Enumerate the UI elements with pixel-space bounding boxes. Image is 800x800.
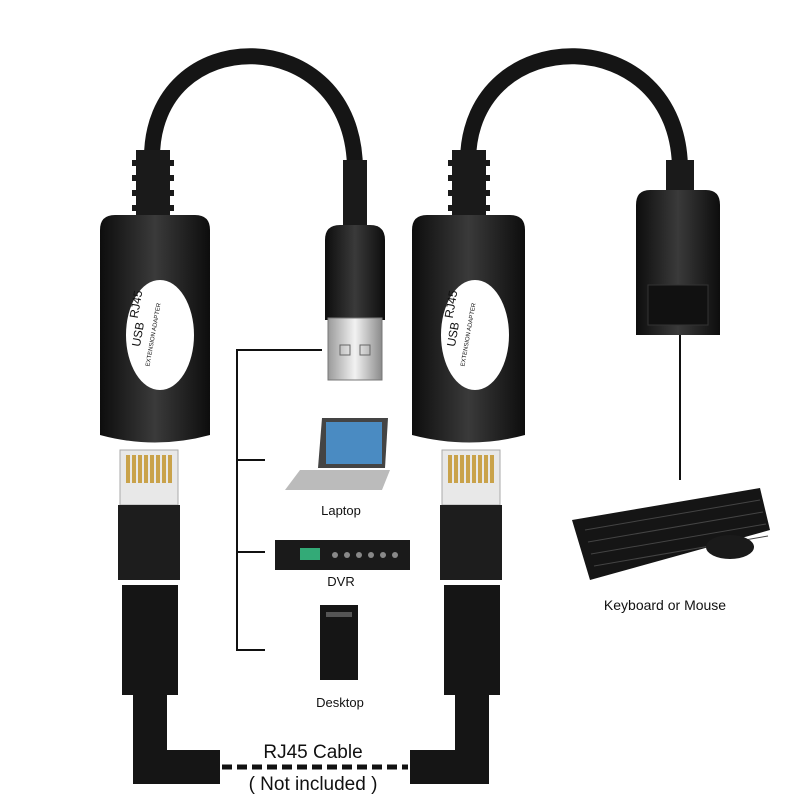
dvr-label: DVR [327,574,354,589]
right-strain-relief [448,150,490,220]
keyboard-label: Keyboard or Mouse [604,597,726,613]
right-usb-cable [460,48,688,190]
adapter-label [126,280,194,390]
adapter-label-rj45: RJ45 [127,289,146,319]
usb-a-female-connector [636,160,720,335]
laptop-icon [285,418,390,490]
usb-a-male-plug [325,160,385,381]
desktop-tower-icon [320,605,358,680]
left-rj45-plug [118,449,220,784]
right-rj45-plug [410,449,502,784]
desktop-label: Desktop [316,695,364,710]
adapter-label-usb: USB [129,321,147,348]
device-connection-lines [236,335,681,651]
left-usb-cable [143,48,363,225]
rj45-cable-label: RJ45 Cable [263,742,362,763]
adapter-label-rj45: RJ45 [442,289,461,319]
adapter-label-usb: USB [444,321,462,348]
left-adapter: USB RJ45 EXTENSION ADAPTER [100,215,210,443]
left-strain-relief [132,150,174,220]
dvr-icon [275,540,410,570]
laptop-label: Laptop [321,503,361,518]
keyboard-mouse-icon [572,488,770,580]
not-included-note: ( Not included ) [249,774,378,795]
right-adapter: USB RJ45 EXTENSION ADAPTER [412,215,525,443]
